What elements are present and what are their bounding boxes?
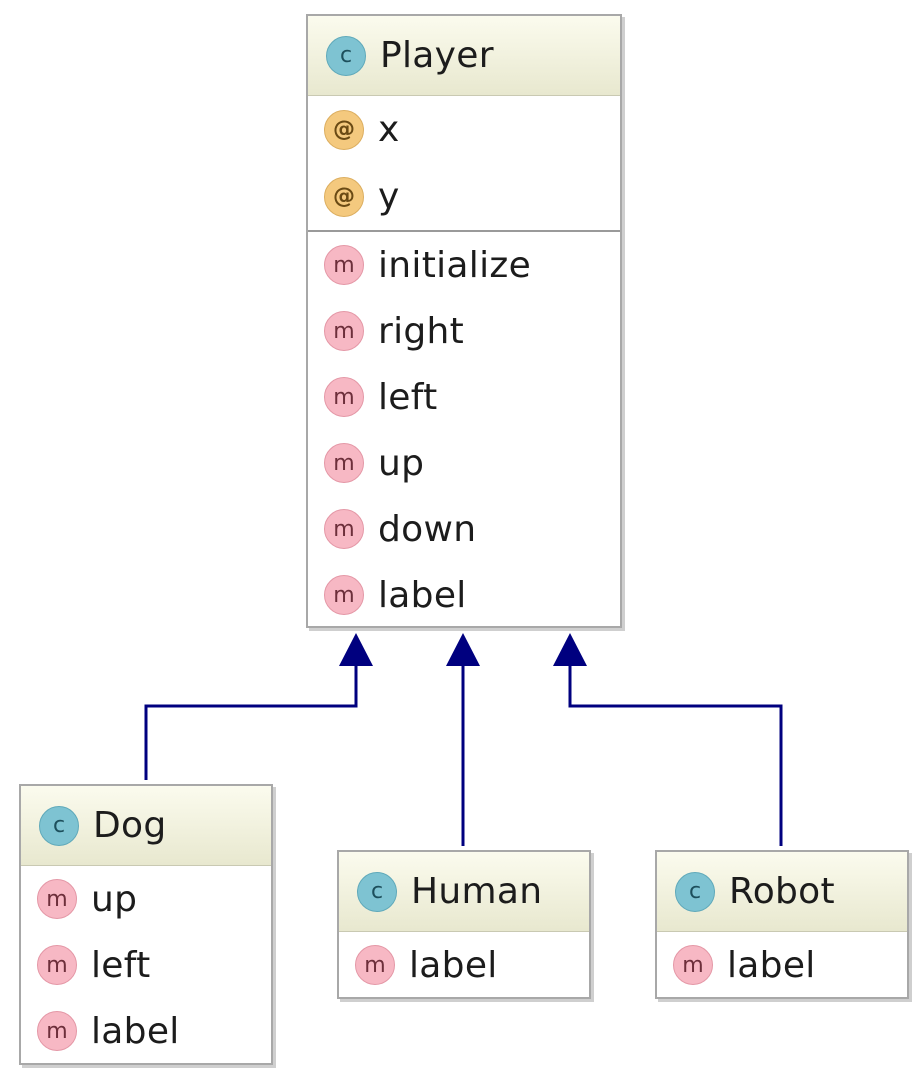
- method-name: right: [378, 310, 465, 352]
- inheritance-arrowhead-dog: [339, 633, 373, 666]
- method-icon: m: [324, 575, 364, 615]
- field-name: y: [378, 176, 400, 217]
- class-header-human[interactable]: c Human: [339, 852, 589, 932]
- class-box-human[interactable]: c Human m label: [337, 850, 591, 999]
- method-name: label: [91, 1010, 180, 1052]
- field-icon: @: [324, 176, 364, 217]
- class-name-player: Player: [380, 35, 494, 76]
- method-row[interactable]: m down: [308, 496, 620, 562]
- class-header-player[interactable]: c Player: [308, 16, 620, 96]
- class-name-dog: Dog: [93, 805, 167, 846]
- class-header-dog[interactable]: c Dog: [21, 786, 271, 866]
- methods-section-dog: m up m left m label: [21, 866, 271, 1064]
- method-name: label: [378, 574, 467, 616]
- class-name-human: Human: [411, 871, 543, 912]
- method-icon: m: [37, 945, 77, 985]
- method-icon: m: [37, 1011, 77, 1051]
- method-name: up: [378, 442, 425, 484]
- class-box-dog[interactable]: c Dog m up m left m label: [19, 784, 273, 1065]
- class-box-player[interactable]: c Player @ x @ y m initialize m right m: [306, 14, 622, 628]
- method-icon: m: [324, 245, 364, 285]
- method-row[interactable]: m label: [339, 932, 589, 998]
- class-icon: c: [357, 871, 397, 912]
- inheritance-arrowhead-human: [446, 633, 480, 666]
- methods-section-robot: m label: [657, 932, 907, 998]
- method-name: label: [727, 944, 816, 986]
- method-icon: m: [37, 879, 77, 919]
- method-name: up: [91, 878, 138, 920]
- inheritance-line-robot: [568, 660, 783, 846]
- class-header-robot[interactable]: c Robot: [657, 852, 907, 932]
- method-name: left: [91, 944, 151, 986]
- field-name: x: [378, 109, 400, 150]
- method-name: left: [378, 376, 438, 418]
- class-name-robot: Robot: [729, 871, 835, 912]
- method-name: label: [409, 944, 498, 986]
- class-icon: c: [675, 871, 715, 912]
- method-icon: m: [355, 945, 395, 985]
- method-row[interactable]: m label: [21, 998, 271, 1064]
- method-icon: m: [324, 311, 364, 351]
- class-icon: c: [39, 805, 79, 846]
- method-row[interactable]: m label: [308, 562, 620, 628]
- method-row[interactable]: m left: [21, 932, 271, 998]
- method-icon: m: [324, 509, 364, 549]
- field-row[interactable]: @ y: [308, 163, 620, 230]
- method-icon: m: [673, 945, 713, 985]
- field-row[interactable]: @ x: [308, 96, 620, 163]
- method-icon: m: [324, 377, 364, 417]
- method-name: down: [378, 508, 477, 550]
- inheritance-line-dog: [144, 660, 358, 780]
- method-row[interactable]: m initialize: [308, 232, 620, 298]
- class-box-robot[interactable]: c Robot m label: [655, 850, 909, 999]
- fields-section-player: @ x @ y: [308, 96, 620, 230]
- class-icon: c: [326, 35, 366, 76]
- method-row[interactable]: m left: [308, 364, 620, 430]
- inheritance-arrowhead-robot: [553, 633, 587, 666]
- field-icon: @: [324, 109, 364, 150]
- methods-section-player: m initialize m right m left m up m down …: [308, 230, 620, 628]
- method-icon: m: [324, 443, 364, 483]
- method-row[interactable]: m up: [21, 866, 271, 932]
- method-row[interactable]: m label: [657, 932, 907, 998]
- method-row[interactable]: m up: [308, 430, 620, 496]
- method-name: initialize: [378, 244, 532, 286]
- method-row[interactable]: m right: [308, 298, 620, 364]
- methods-section-human: m label: [339, 932, 589, 998]
